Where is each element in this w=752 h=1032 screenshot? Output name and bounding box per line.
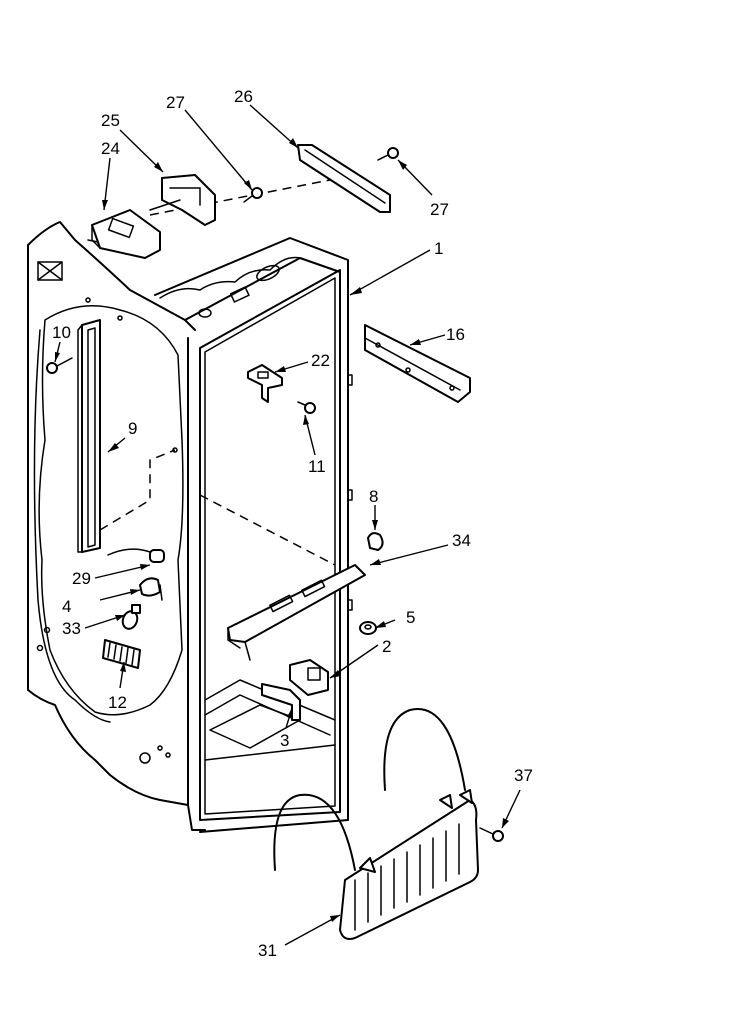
callout-31: 31 bbox=[258, 941, 277, 960]
part-11-screw bbox=[297, 401, 316, 414]
callout-22: 22 bbox=[311, 351, 330, 370]
part-16-channel bbox=[364, 324, 471, 403]
callout-4: 4 bbox=[62, 597, 71, 616]
part-26-rail bbox=[297, 144, 391, 213]
callout-12: 12 bbox=[108, 693, 127, 712]
callout-5: 5 bbox=[406, 608, 415, 627]
callout-24: 24 bbox=[101, 139, 120, 158]
part-3-bracket bbox=[261, 683, 301, 721]
callout-37: 37 bbox=[514, 766, 533, 785]
callout-8: 8 bbox=[369, 487, 378, 506]
part-4-lamp-holder bbox=[139, 577, 163, 601]
callout-33: 33 bbox=[62, 619, 81, 638]
callout-11: 11 bbox=[308, 457, 326, 476]
callout-labels: 1 2 3 4 5 8 9 10 11 12 16 22 24 25 26 27… bbox=[52, 87, 533, 960]
part-2-bracket bbox=[289, 659, 329, 696]
callout-16: 16 bbox=[446, 325, 465, 344]
part-37-screw bbox=[479, 827, 504, 842]
part-8-clip bbox=[367, 532, 384, 551]
cabinet-liner bbox=[27, 179, 353, 833]
part-33-bulb bbox=[121, 604, 141, 630]
part-12-lamp-lens bbox=[102, 639, 141, 669]
callout-10: 10 bbox=[52, 323, 71, 342]
part-24-control-housing bbox=[87, 209, 161, 259]
part-10-screw bbox=[46, 357, 73, 374]
callout-25: 25 bbox=[101, 111, 120, 130]
callout-2: 2 bbox=[382, 637, 391, 656]
callout-34: 34 bbox=[452, 531, 471, 550]
callout-9: 9 bbox=[128, 419, 137, 438]
part-9-channel bbox=[77, 319, 101, 553]
callout-27-top-left: 27 bbox=[166, 93, 185, 112]
part-25-bracket bbox=[149, 174, 216, 226]
callout-3: 3 bbox=[280, 731, 289, 750]
part-27-screw-top bbox=[377, 147, 399, 161]
callout-29: 29 bbox=[72, 569, 91, 588]
callout-26: 26 bbox=[234, 87, 253, 106]
part-29-socket bbox=[107, 548, 165, 563]
part-22-bracket bbox=[247, 364, 283, 403]
leader-lines bbox=[54, 104, 521, 946]
callout-27-right: 27 bbox=[430, 200, 449, 219]
callout-1: 1 bbox=[434, 239, 443, 258]
part-34-shelf-support bbox=[227, 564, 366, 661]
part-31-pan bbox=[273, 708, 479, 940]
part-27-screw-left bbox=[243, 187, 263, 203]
part-5-grommet bbox=[359, 621, 377, 635]
